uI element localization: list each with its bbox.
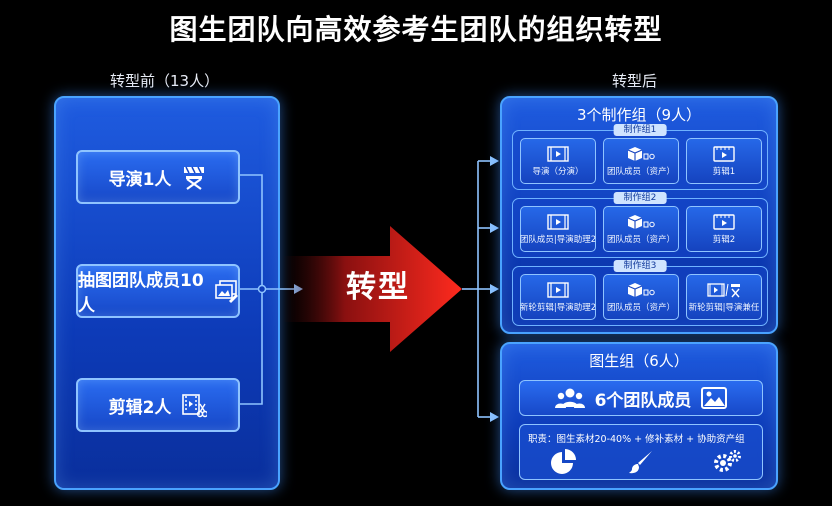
duty-text: 职责：图生素材20-40% + 修补素材 + 协助资产组 — [528, 434, 745, 445]
before-panel: 导演1人 抽图团队成员10人 剪辑2人 — [54, 96, 280, 490]
role-director: 导演1人 — [76, 150, 240, 204]
clapper-icon — [547, 281, 569, 298]
people-icon — [554, 388, 585, 408]
transition-label: 转型 — [346, 270, 410, 305]
gears-icon — [714, 450, 741, 472]
page-title: 图生团队向高效参考生团队的组织转型 — [169, 13, 663, 46]
director-chair-icon — [184, 166, 205, 190]
brush-icon — [629, 451, 652, 474]
team-1-cell-1: 导演（分演） — [520, 138, 596, 184]
team-3: 制作组3 新轮剪辑|导演助理2 团队成员（资产） 新轮剪辑|导演兼任 — [512, 260, 768, 326]
video-scissors-icon — [182, 394, 208, 418]
clapper-icon — [547, 145, 569, 162]
role-editor-label: 剪辑2人 — [108, 397, 172, 418]
role-image-team: 抽图团队成员10人 — [76, 264, 240, 318]
transition-arrow — [282, 226, 462, 352]
production-panel: 3个制作组（9人） 制作组1 导演（分演） 团队成员（资产） 剪辑1 制作组2 … — [500, 96, 778, 334]
production-title: 3个制作组（9人） — [576, 106, 702, 124]
team-3-cell-1: 新轮剪辑|导演助理2 — [520, 274, 596, 320]
clapper-icon — [547, 213, 569, 230]
asset-cube-icon — [627, 146, 655, 161]
before-label: 转型前（13人） — [110, 72, 220, 90]
team-1: 制作组1 导演（分演） 团队成员（资产） 剪辑1 — [512, 124, 768, 190]
team-2-cell-2: 团队成员（资产） — [603, 206, 679, 252]
team-1-cell-2: 团队成员（资产） — [603, 138, 679, 184]
images-edit-icon — [215, 280, 238, 303]
team-1-cell-3: 剪辑1 — [686, 138, 762, 184]
team-2-tag: 制作组2 — [613, 192, 667, 204]
team-2: 制作组2 团队成员|导演助理2 团队成员（资产） 剪辑2 — [512, 192, 768, 258]
members-label: 6个团队成员 — [594, 390, 692, 411]
video-play-icon — [713, 145, 735, 162]
role-image-team-label: 抽图团队成员10人 — [78, 271, 204, 316]
video-director-icon — [707, 282, 740, 297]
asset-cube-icon — [627, 282, 655, 297]
image-group-panel: 图生组（6人） 6个团队成员 职责：图生素材20-40% + 修补素材 + 协助… — [500, 342, 778, 490]
video-play-icon — [713, 213, 735, 230]
pie-chart-icon — [551, 449, 576, 474]
image-group-title: 图生组（6人） — [589, 352, 689, 370]
after-label: 转型后 — [612, 72, 658, 90]
role-editor: 剪辑2人 — [76, 378, 240, 432]
image-group-duty: 职责：图生素材20-40% + 修补素材 + 协助资产组 — [519, 424, 763, 480]
image-group-members: 6个团队成员 — [519, 380, 763, 416]
asset-cube-icon — [627, 214, 655, 229]
team-3-tag: 制作组3 — [613, 260, 667, 272]
team-3-cell-3: 新轮剪辑|导演兼任 — [686, 274, 762, 320]
team-2-cell-3: 剪辑2 — [686, 206, 762, 252]
team-2-cell-1: 团队成员|导演助理2 — [520, 206, 596, 252]
role-director-label: 导演1人 — [108, 169, 172, 190]
image-icon — [701, 387, 728, 409]
team-3-cell-2: 团队成员（资产） — [603, 274, 679, 320]
team-1-tag: 制作组1 — [613, 124, 667, 136]
